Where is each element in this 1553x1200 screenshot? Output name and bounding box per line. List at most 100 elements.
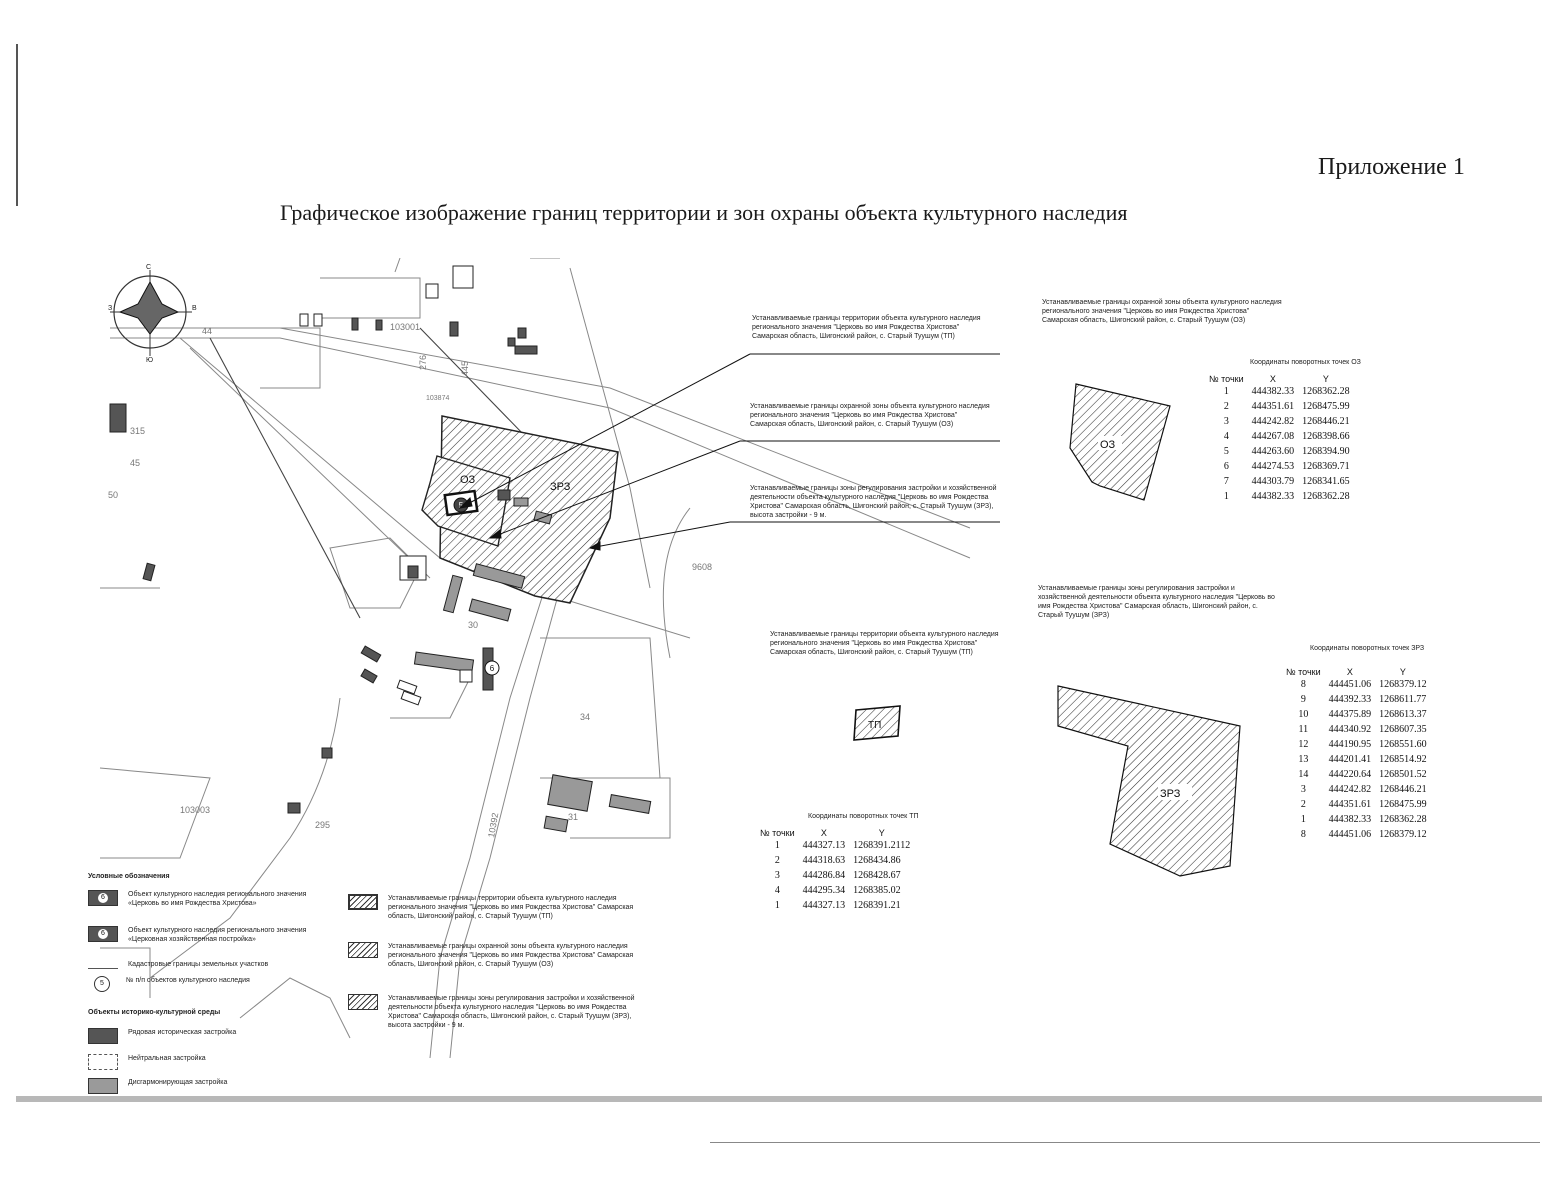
table-cell: 1268613.37 xyxy=(1379,709,1427,720)
map-parcel-31: 31 xyxy=(568,812,578,822)
legend-item-zone-zrz: Устанавливаемые границы зоны регулирован… xyxy=(348,994,648,1030)
legend-swatch-church: 6 xyxy=(88,890,118,906)
compass-west: З xyxy=(108,305,112,312)
main-map: 5 ОЗ ЗРЗ 6 xyxy=(99,258,1000,1059)
legend-swatch-dissonant xyxy=(88,1078,118,1094)
legend-item-numbering: 5 № п/п объектов культурного наследия xyxy=(94,976,250,992)
table-cell: 444190.95 xyxy=(1328,739,1372,750)
table-cell: 1268475.99 xyxy=(1379,799,1427,810)
legend-text-church: Объект культурного наследия региональног… xyxy=(128,891,307,907)
table-cell: 1 xyxy=(1223,386,1229,397)
map-obj-5: 5 xyxy=(459,501,464,510)
table-cell: 444392.33 xyxy=(1328,694,1372,705)
legend-swatch-build: 6 xyxy=(88,926,118,942)
table-cell: 1268341.65 xyxy=(1302,476,1350,487)
tp-table-title: Координаты поворотных точек ТП xyxy=(808,813,919,820)
table-cell: 444318.63 xyxy=(802,855,846,866)
scan-left-edge xyxy=(16,44,18,206)
table-cell: 9 xyxy=(1300,694,1306,705)
table-cell: 444351.61 xyxy=(1328,799,1372,810)
table-cell: 444382.33 xyxy=(1251,386,1295,397)
table-cell: 1268369.71 xyxy=(1302,461,1350,472)
scan-bottom-edge xyxy=(16,1096,1542,1102)
table-cell: 444375.89 xyxy=(1328,709,1372,720)
legend-symbol-6: 6 xyxy=(98,893,108,903)
table-cell: 1268385.02 xyxy=(853,885,901,896)
compass-east: В xyxy=(192,305,197,312)
table-cell: 444382.33 xyxy=(1328,814,1372,825)
table-cell: 3 xyxy=(774,870,780,881)
legend-symbol-5: 5 xyxy=(94,976,110,992)
table-cell: 444327.13 xyxy=(802,900,846,911)
table-cell: 1268362.28 xyxy=(1302,386,1350,397)
table-cell: 1 xyxy=(1300,814,1306,825)
table-cell: 3 xyxy=(1300,784,1306,795)
table-header-cell: X xyxy=(820,828,827,838)
legend-item-dissonant: Дисгармонирующая застройка xyxy=(88,1078,227,1094)
table-cell: 444451.06 xyxy=(1328,829,1372,840)
table-cell: 444242.82 xyxy=(1328,784,1372,795)
table-cell: 13 xyxy=(1298,754,1309,765)
table-header-cell: № точки xyxy=(1286,667,1321,677)
legend-text-zone-zrz: Устанавливаемые границы зоны регулирован… xyxy=(388,995,635,1029)
table-cell: 1268501.52 xyxy=(1379,769,1427,780)
table-cell: 1 xyxy=(1223,491,1229,502)
table-cell: 1268398.66 xyxy=(1302,431,1350,442)
table-cell: 1268434.86 xyxy=(853,855,901,866)
tp-panel-shape: ТП xyxy=(853,705,901,741)
oz-shape-label: ОЗ xyxy=(1100,439,1116,451)
map-parcel-445: 445 xyxy=(460,361,470,376)
oz-table-title: Координаты поворотных точек ОЗ xyxy=(1250,359,1361,366)
legend-text-build: Объект культурного наследия региональног… xyxy=(128,927,307,943)
table-cell: 1268394.90 xyxy=(1302,446,1350,457)
table-cell: 444351.61 xyxy=(1251,401,1295,412)
table-row: 1 444382.33 1268362.28 xyxy=(1205,384,1354,399)
map-parcel-30: 30 xyxy=(468,620,478,630)
legend-item-zone-tp: Устанавливаемые границы территории объек… xyxy=(348,894,638,921)
compass-north: С xyxy=(146,264,151,271)
table-cell: 1268475.99 xyxy=(1302,401,1350,412)
table-cell: 1268514.92 xyxy=(1379,754,1427,765)
table-cell: 1268379.12 xyxy=(1379,829,1427,840)
map-quarter-103003: 103003 xyxy=(180,805,210,815)
map-label-zrz: ЗРЗ xyxy=(550,481,571,493)
legend-env-title: Объекты историко-культурной среды xyxy=(88,1009,221,1016)
zrz-table-title: Координаты поворотных точек ЗРЗ xyxy=(1310,645,1425,652)
map-parcel-315: 315 xyxy=(130,426,145,436)
table-cell: 1268362.28 xyxy=(1302,491,1350,502)
table-cell: 4 xyxy=(1223,431,1229,442)
table-header-cell: Y xyxy=(1399,667,1406,677)
map-parcel-45: 45 xyxy=(130,458,140,468)
map-parcel-276: 276 xyxy=(418,355,428,370)
zrz-shape-label: ЗРЗ xyxy=(1160,788,1181,800)
table-cell: 8 xyxy=(1300,679,1306,690)
table-header-cell: X xyxy=(1269,374,1276,384)
legend-title: Условные обозначения xyxy=(88,873,170,880)
map-parcel-50: 50 xyxy=(108,490,118,500)
callout-tp: Устанавливаемые границы территории объек… xyxy=(752,315,981,340)
table-cell: 1268611.77 xyxy=(1379,694,1427,705)
table-cell: 3 xyxy=(1223,416,1229,427)
legend-symbol-6b: 6 xyxy=(98,929,108,939)
compass-rose: С Ю В З xyxy=(108,264,197,362)
map-obj-6: 6 xyxy=(490,664,495,673)
table-cell: 444295.34 xyxy=(802,885,846,896)
table-cell: 1268391.21 xyxy=(853,900,901,911)
table-cell: 11 xyxy=(1298,724,1309,735)
legend-swatch-neutral xyxy=(88,1054,118,1070)
page-title: Графическое изображение границ территори… xyxy=(280,200,1128,225)
table-cell: 444451.06 xyxy=(1328,679,1372,690)
compass-south: Ю xyxy=(146,357,153,362)
